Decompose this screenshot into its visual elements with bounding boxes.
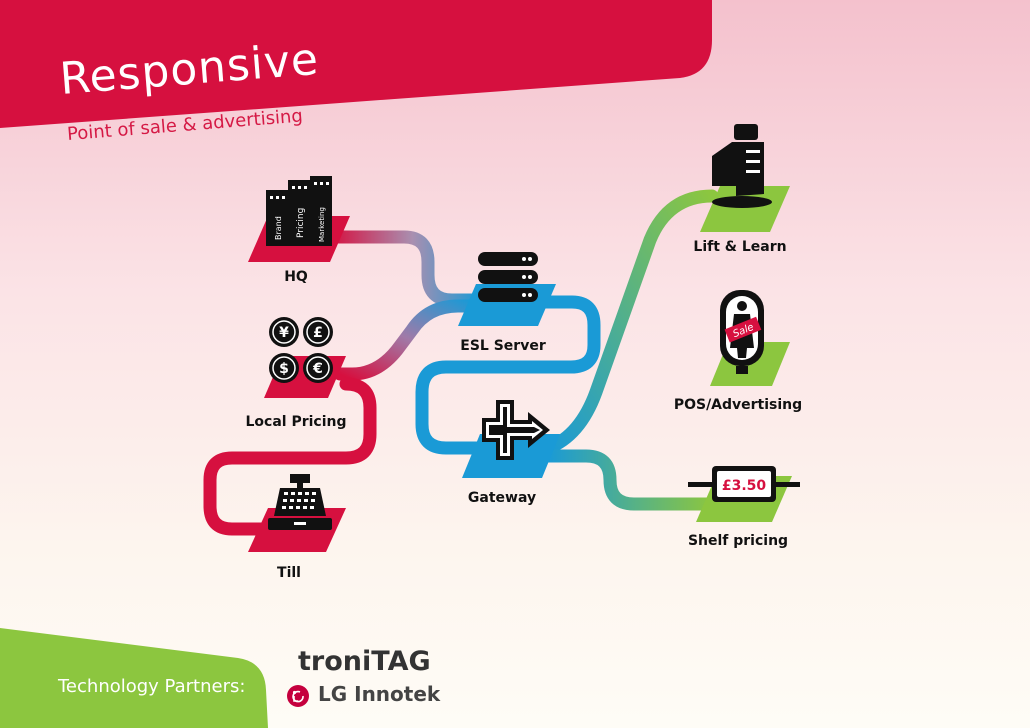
- building-label-pricing: Pricing: [296, 208, 306, 238]
- node-label-pos-advertising: POS/Advertising: [673, 397, 803, 413]
- link-localpricing-esl: [333, 299, 489, 381]
- coin-pound: £: [313, 325, 323, 341]
- gateway-icon: [482, 400, 550, 460]
- link-till-localpricing: [203, 377, 377, 536]
- currency-coins-icon: ¥ £ $ €: [269, 317, 333, 383]
- node-label-shelf-pricing: Shelf pricing: [687, 533, 789, 549]
- cash-register-icon: [268, 474, 332, 530]
- hand-holding-product-icon: [712, 124, 772, 208]
- link-esl-gateway: [415, 295, 601, 455]
- node-label-hq: HQ: [284, 269, 308, 285]
- node-label-esl-server: ESL Server: [460, 338, 546, 354]
- lg-innotek-logo: LG Innotek: [312, 682, 440, 706]
- node-label-till: Till: [277, 565, 301, 581]
- link-hq-esl: [323, 230, 487, 307]
- header-banner: [0, 0, 712, 128]
- link-gateway-shelf: [541, 449, 719, 511]
- coin-yen: ¥: [279, 325, 289, 341]
- link-gateway-lift: [541, 189, 719, 455]
- technology-partners-label: Technology Partners:: [58, 676, 246, 697]
- server-icon: [478, 252, 538, 302]
- node-label-gateway: Gateway: [467, 490, 537, 506]
- building-label-brand: Brand: [274, 216, 283, 240]
- buildings-icon: Brand Pricing Marketing: [266, 176, 332, 246]
- coin-dollar: $: [279, 361, 289, 377]
- price-tag-text: £3.50: [722, 478, 767, 494]
- lg-innotek-logo-text: LG Innotek: [318, 682, 441, 706]
- node-label-lift-learn: Lift & Learn: [693, 239, 787, 255]
- footer-banner: [0, 628, 268, 728]
- shelf-price-tag-icon: £3.50: [688, 466, 800, 502]
- tronitag-logo: troniTAG: [298, 646, 431, 677]
- building-label-marketing: Marketing: [318, 207, 326, 242]
- coin-euro: €: [312, 361, 323, 377]
- advertising-standee-icon: Sale: [720, 290, 764, 374]
- lg-logo-icon: [287, 685, 309, 707]
- node-label-local-pricing: Local Pricing: [245, 414, 347, 430]
